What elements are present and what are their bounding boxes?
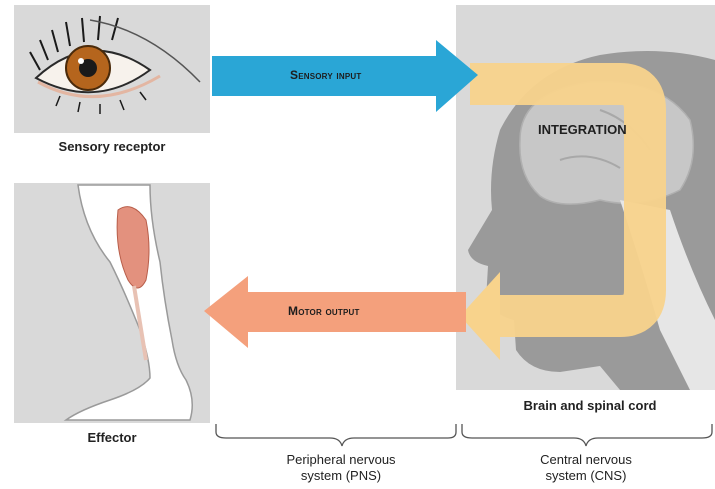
sensory-receptor-label: Sensory receptor (14, 139, 210, 155)
effector-panel (14, 183, 210, 423)
pns-label-line2: system (PNS) (236, 468, 446, 484)
motor-output-label: Motor output (288, 304, 360, 318)
cns-label-line2: system (CNS) (486, 468, 686, 484)
cns-brace (462, 424, 712, 446)
cns-label-line1: Central nervous (486, 452, 686, 468)
sensory-input-label: Sensory input (290, 68, 361, 82)
brain-spinal-cord-label: Brain and spinal cord (490, 398, 690, 414)
sensory-receptor-panel (14, 5, 210, 133)
effector-label: Effector (14, 430, 210, 446)
pns-brace (216, 424, 456, 446)
cns-label: Central nervous system (CNS) (486, 452, 686, 484)
pns-label-line1: Peripheral nervous (236, 452, 446, 468)
pns-label: Peripheral nervous system (PNS) (236, 452, 446, 484)
integration-label: INTEGRATION (538, 122, 627, 137)
